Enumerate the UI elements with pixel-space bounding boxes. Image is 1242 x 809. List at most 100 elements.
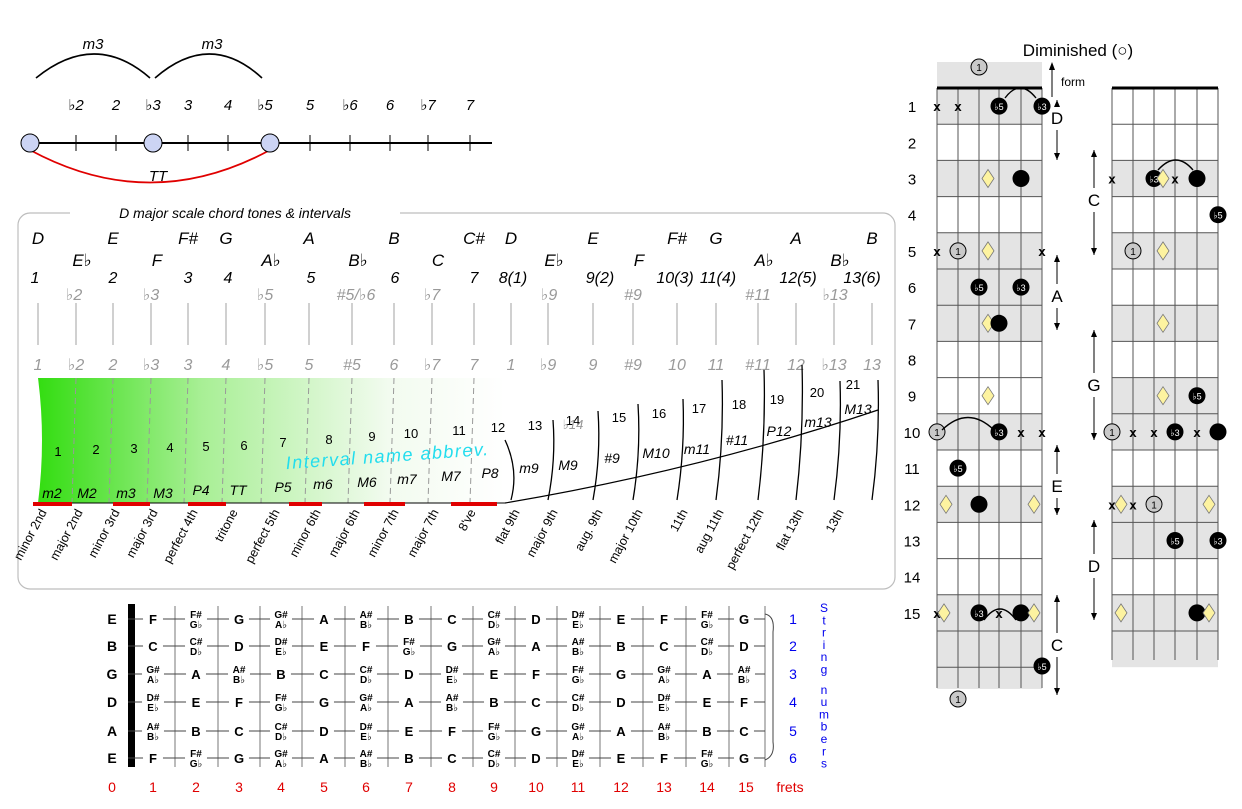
note: A [702, 667, 712, 682]
note: D [739, 639, 748, 654]
note-name: E♭ [544, 251, 563, 270]
bottom-degree: 13 [863, 357, 881, 374]
note: E [617, 612, 626, 627]
note-name: F [152, 251, 164, 270]
note: A [319, 612, 329, 627]
scale-degree: 5 [307, 270, 316, 287]
note-flat: G♭ [275, 703, 288, 714]
open-string-note: D [107, 694, 117, 710]
note-backdrop [270, 720, 292, 742]
tone-dot [990, 314, 1008, 332]
note-flat: B♭ [738, 675, 750, 686]
note-flat: G♭ [488, 732, 501, 743]
bottom-degree: 2 [108, 357, 118, 374]
fret-number: 14 [699, 779, 715, 795]
semitone-count: 2 [92, 442, 99, 457]
note-backdrop [442, 636, 462, 656]
string-numbers-letter: e [821, 732, 828, 746]
scale-degree: 13(6) [843, 270, 880, 287]
root-label: 1 [1109, 428, 1115, 439]
fret-number: 13 [656, 779, 672, 795]
form-label: form [1061, 75, 1085, 89]
note-flat: D♭ [360, 675, 372, 686]
diamond-marker [1027, 494, 1041, 515]
bottom-degree: ♭5 [257, 357, 274, 374]
note: B [191, 724, 200, 739]
note: F [149, 612, 157, 627]
semitone-count: 3 [130, 441, 137, 456]
scale-degree-altered: ♭2 [66, 287, 83, 304]
bottom-degree: 11 [708, 357, 725, 374]
note-backdrop [143, 748, 163, 768]
note-backdrop [142, 720, 164, 742]
m3-arc-1 [35, 53, 151, 79]
scale-degree: 10(3) [656, 270, 693, 287]
note-backdrop [696, 635, 718, 657]
note-flat: D♭ [701, 647, 713, 658]
note-sharp: A# [658, 722, 671, 733]
note-name: F# [667, 229, 687, 248]
open-string-note: G [107, 666, 118, 682]
note-flat: G♭ [190, 759, 203, 770]
scale-degree-altered: ♭7 [424, 287, 442, 304]
degree-label: ♭3 [145, 97, 161, 114]
note-sharp: C# [701, 637, 714, 648]
note-sharp: F# [488, 722, 500, 733]
tone-dot [1188, 170, 1206, 187]
semitone-count: 9 [368, 429, 375, 444]
muted-x: x [1171, 172, 1179, 187]
tone-dot [949, 459, 967, 477]
tone-label: ♭5 [953, 464, 962, 474]
note: A [191, 667, 201, 682]
bottom-degree: #9 [624, 357, 642, 374]
bottom-degree: #11 [745, 357, 771, 374]
slur-arc [1004, 87, 1037, 99]
form-arrowhead-down [1091, 248, 1097, 255]
degree-label: 4 [224, 97, 232, 114]
interval-abbrev: P8 [481, 465, 498, 481]
grey-band-left [937, 413, 1042, 450]
note-backdrop [399, 664, 419, 684]
fret-number: 8 [908, 353, 916, 370]
note: D [319, 724, 328, 739]
note-backdrop [567, 720, 589, 742]
note-sharp: D# [446, 665, 459, 676]
tone-dot [1166, 532, 1184, 549]
muted-x: x [1129, 497, 1137, 512]
note-backdrop [526, 721, 546, 741]
note-backdrop [526, 609, 546, 629]
interval-abbrev: P12 [767, 423, 792, 439]
semitone-count: 11 [452, 423, 466, 438]
note: G [447, 639, 457, 654]
muted-x: x [1150, 425, 1158, 440]
note-sharp: G# [274, 749, 288, 760]
scale-degree: 6 [391, 270, 400, 287]
root-label: 1 [1130, 247, 1136, 258]
note-backdrop [355, 691, 377, 713]
note-sharp: D# [572, 610, 585, 621]
note-flat: E♭ [275, 647, 287, 658]
bottom-degree: 1 [34, 357, 43, 374]
note-backdrop [441, 691, 463, 713]
fret-number: 2 [908, 135, 916, 152]
bottom-degree: #5 [343, 357, 361, 374]
bottom-degree: 6 [390, 357, 399, 374]
interval-abbrev: TT [229, 482, 248, 498]
diamond-marker [1202, 603, 1216, 623]
interval-separator [221, 377, 227, 504]
note-backdrop [229, 748, 249, 768]
note-backdrop [697, 664, 717, 684]
scale-degree-altered: #11 [745, 287, 771, 304]
muted-x: x [1017, 425, 1025, 440]
degree-label: ♭6 [342, 97, 358, 114]
interval-separator [183, 377, 189, 504]
note: C [148, 639, 158, 654]
tone-dot [1166, 423, 1184, 441]
string-number: 5 [789, 723, 797, 739]
form-arrowhead-up [1091, 150, 1097, 157]
interval-curve [504, 439, 515, 501]
form-arrowhead-up [1091, 330, 1097, 337]
note: B [616, 639, 625, 654]
note-flat: E♭ [572, 759, 584, 770]
